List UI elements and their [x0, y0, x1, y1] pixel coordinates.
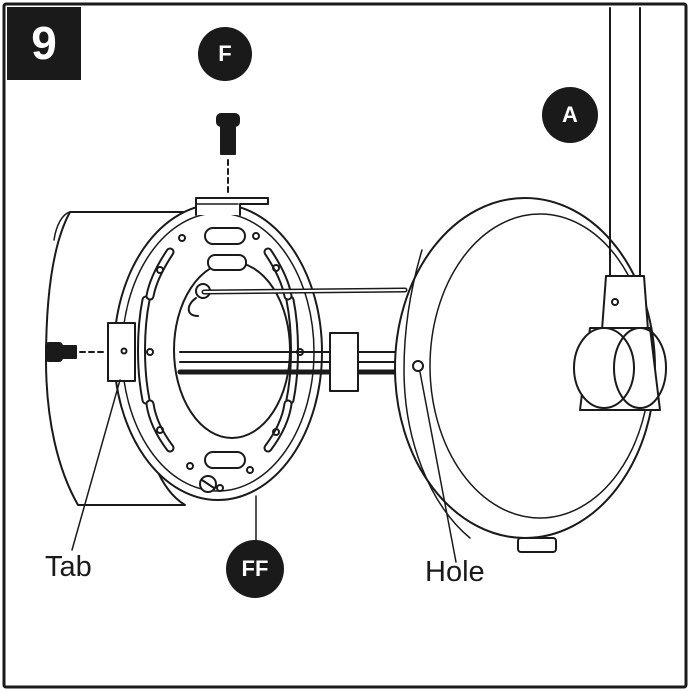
top-screw: [216, 113, 240, 197]
tab-callout-label: Tab: [45, 551, 92, 583]
canopy: [394, 7, 667, 553]
canopy-hole: [412, 360, 424, 372]
part-label-canopy: A: [542, 87, 598, 143]
side-screw: [45, 342, 107, 362]
part-label-bracket: FF: [226, 540, 284, 598]
hole-leader: [419, 371, 457, 563]
tab-leader: [71, 379, 121, 551]
part-label-screw: F: [198, 27, 252, 81]
hole-callout-label: Hole: [425, 556, 485, 588]
mounting-rods: [177, 287, 408, 392]
bracket-center-opening: [173, 261, 291, 439]
step-number-badge: 9: [7, 7, 81, 80]
